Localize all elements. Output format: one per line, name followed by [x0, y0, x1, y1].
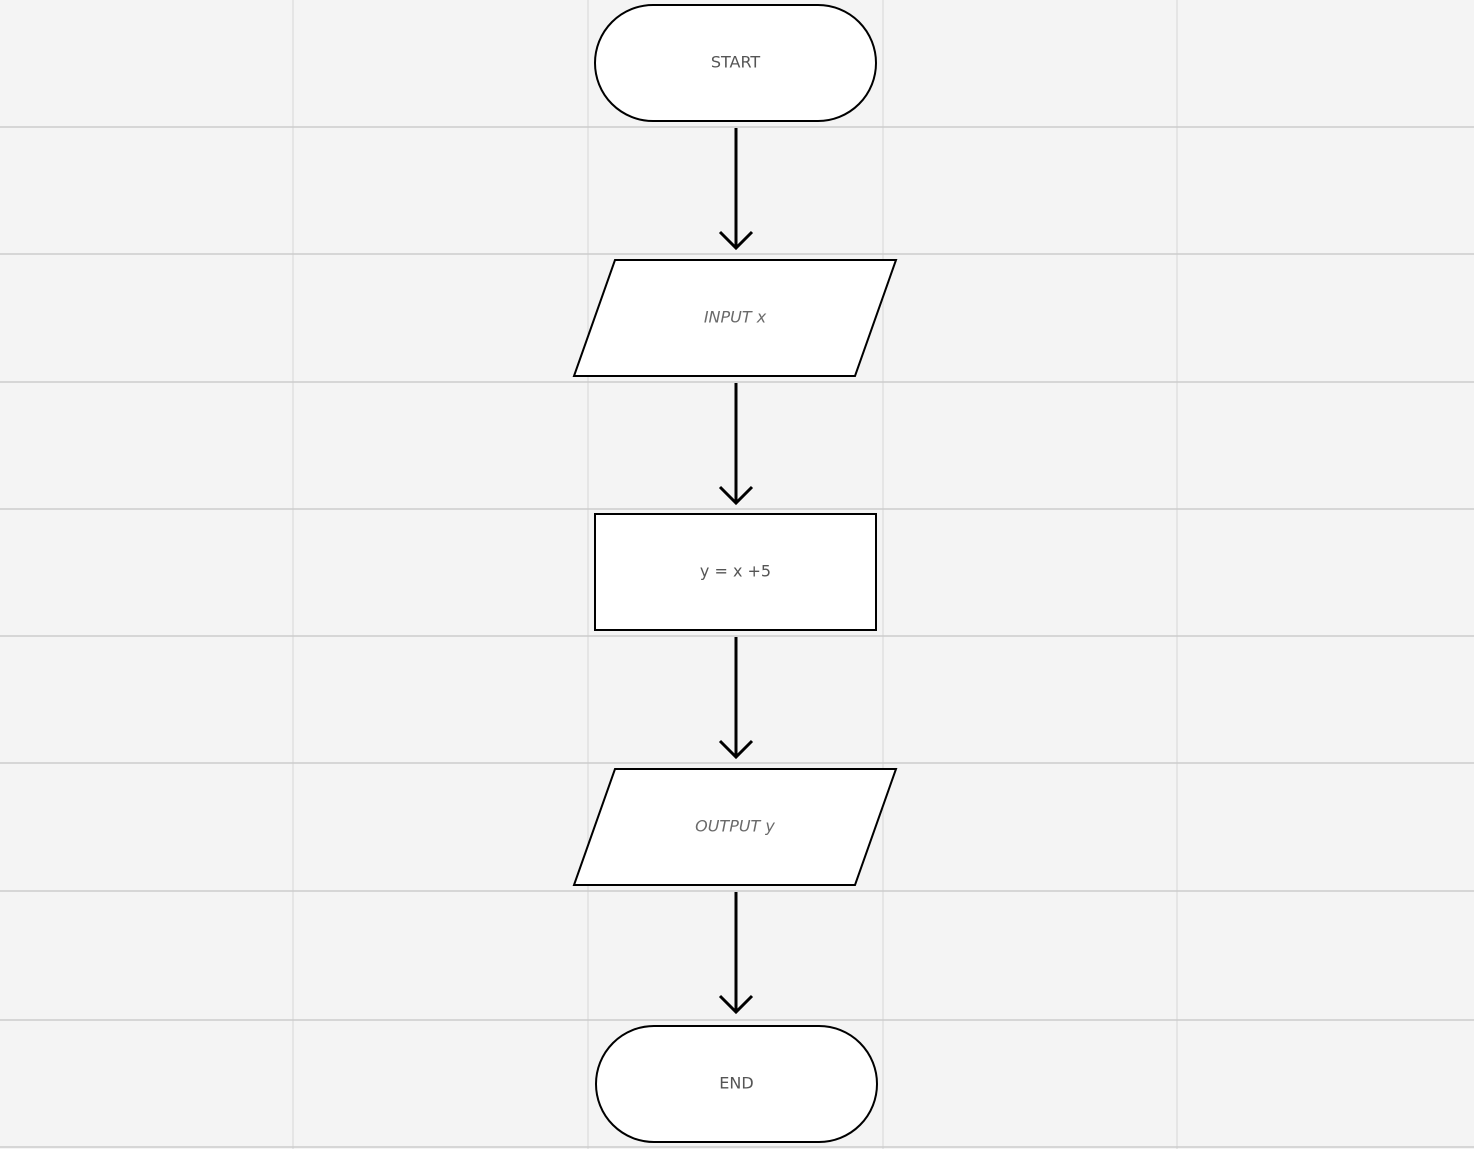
end-node[interactable]: END	[595, 1025, 878, 1143]
process-rectangle-shape	[594, 513, 877, 631]
start-node-label: START	[711, 53, 761, 72]
output-parallelogram-shape	[572, 768, 898, 886]
process-node[interactable]: y = x +5	[594, 513, 877, 631]
output-node[interactable]: OUTPUT y	[572, 768, 898, 886]
arrow-process-to-output	[718, 637, 754, 760]
input-parallelogram-shape	[572, 259, 898, 377]
end-terminator-shape	[595, 1025, 878, 1143]
arrow-output-to-end	[718, 892, 754, 1015]
arrow-input-to-process	[718, 383, 754, 506]
connectors	[718, 128, 754, 1015]
output-node-label: OUTPUT y	[695, 817, 775, 836]
start-terminator-shape	[594, 4, 877, 122]
input-node-label: INPUT x	[704, 308, 767, 327]
start-node[interactable]: START	[594, 4, 877, 122]
input-node[interactable]: INPUT x	[572, 259, 898, 377]
end-node-label: END	[719, 1074, 753, 1093]
process-node-label: y = x +5	[700, 562, 771, 581]
arrow-start-to-input	[718, 128, 754, 251]
